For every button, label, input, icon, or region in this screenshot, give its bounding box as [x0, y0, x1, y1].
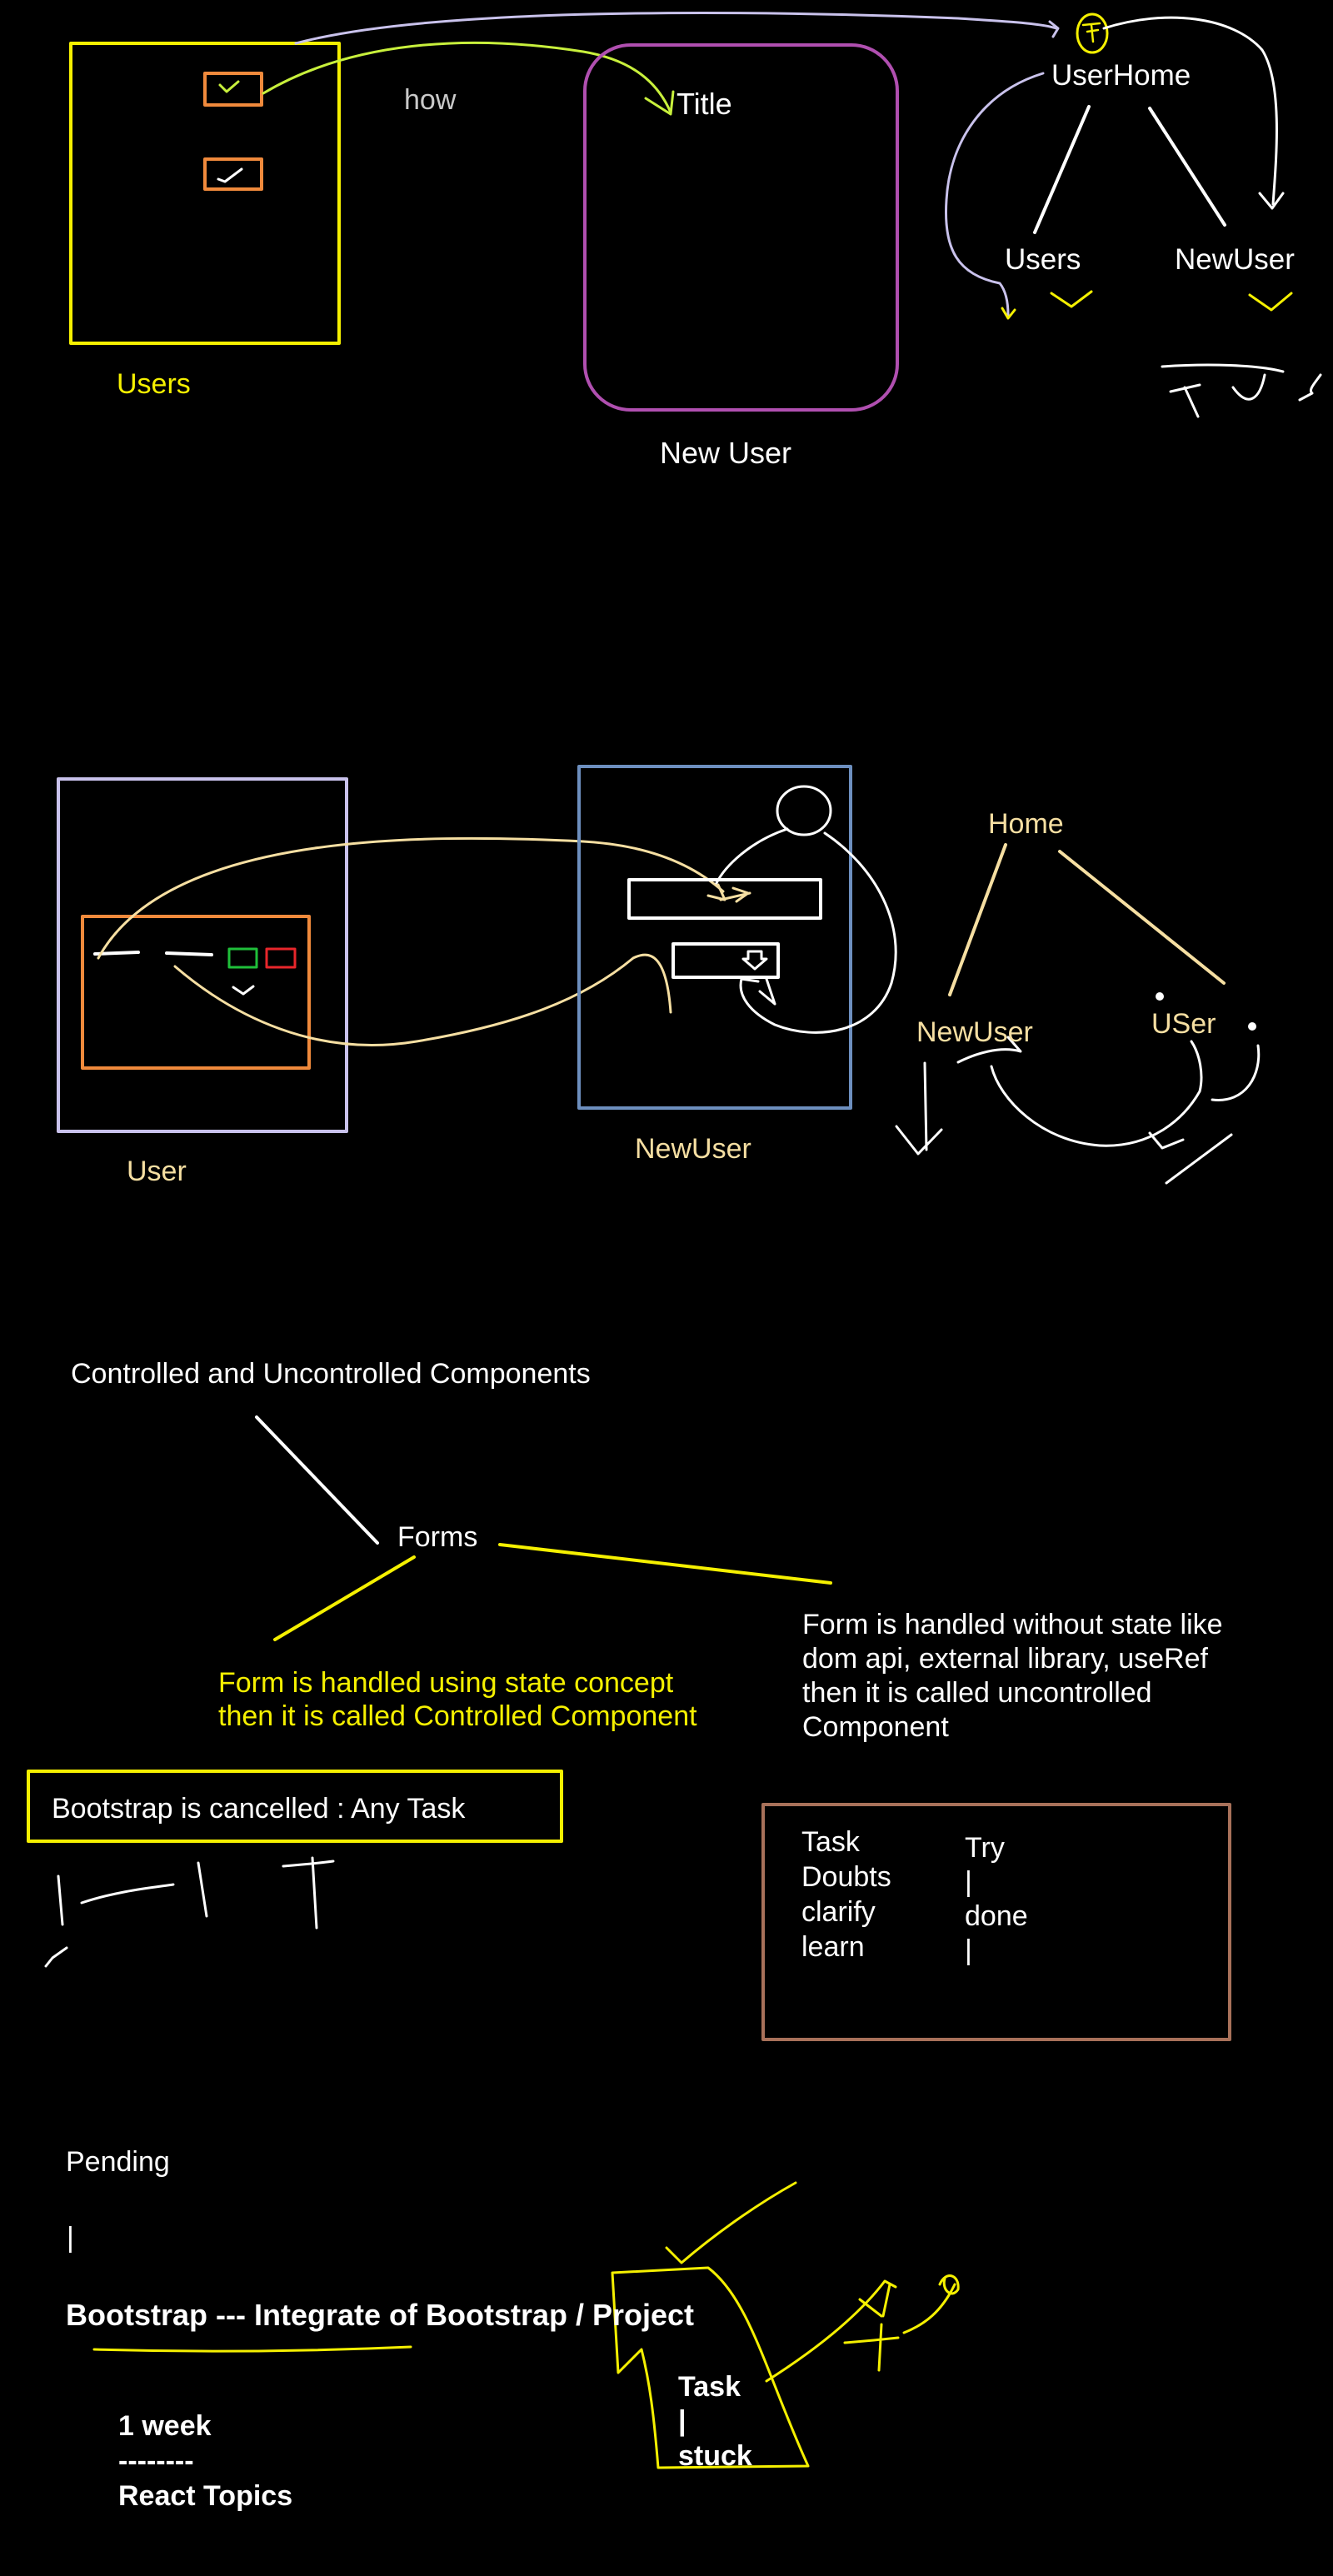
newuser-box-label: New User: [660, 436, 792, 470]
task-col1-item: Doubts: [801, 1861, 891, 1893]
tree2-loop: [956, 1036, 1203, 1147]
tree2-dot-right: [1248, 1022, 1256, 1031]
bootstrap-integrate-line: Bootstrap --- Integrate of Bootstrap / P…: [66, 2298, 695, 2332]
task-stuck-scribble: [765, 2274, 960, 2383]
user-to-newuser-curve: [97, 836, 725, 960]
task-stuck-pipe: |: [678, 2405, 686, 2437]
user-row-check: [232, 985, 255, 996]
react-topics-label: React Topics: [118, 2480, 293, 2512]
dash-separator: --------: [118, 2445, 194, 2477]
tree2-right-node: USer: [1151, 1008, 1216, 1040]
tree1-edge-right: [1148, 107, 1226, 227]
controlled-description: Form is handled using state concept then…: [218, 1667, 697, 1732]
user-return-curve: [173, 953, 672, 1046]
userhome-self-loop: [1102, 16, 1278, 206]
forms-node: Forms: [397, 1521, 478, 1553]
newuser-done-check: [1248, 292, 1293, 312]
uncontrolled-description: Form is handled without state like dom a…: [802, 1609, 1223, 1743]
how-arrow-head: [644, 90, 675, 116]
newuser-stick-figure: [715, 827, 897, 1034]
tree2-dot-left: [1156, 992, 1164, 1001]
how-arrow: [262, 41, 672, 114]
users-to-userhome-head: [1048, 20, 1060, 38]
user-row: [81, 915, 311, 1070]
task-col1-item: learn: [801, 1931, 865, 1963]
tree1-right-node: NewUser: [1175, 243, 1295, 276]
bootstrap-cancelled-text: Bootstrap is cancelled : Any Task: [52, 1793, 466, 1825]
newuser-form-submit: [671, 942, 780, 979]
task-col1-item: Task: [801, 1826, 860, 1858]
users-item-1: [203, 72, 263, 107]
userhome-marker-scribble: [1081, 22, 1101, 43]
task-stuck-stuck: stuck: [678, 2440, 752, 2472]
task-column-1: Task Doubts clarify learn: [801, 1825, 891, 1964]
tree2-arrow-down: [895, 1061, 943, 1156]
task-col2-item: done: [965, 1900, 1028, 1932]
user-box: [57, 777, 348, 1133]
user-box-label: User: [127, 1156, 187, 1187]
task-stuck-task: Task: [678, 2371, 741, 2403]
newuser-form-input: [627, 878, 822, 920]
task-box: [761, 1803, 1231, 2041]
newuser-stick-head: [776, 785, 832, 836]
forms-to-uncontrolled-line: [498, 1543, 832, 1585]
tree1-root: UserHome: [1051, 59, 1191, 92]
bootstrap-cancelled-box: [27, 1770, 563, 1843]
tree1-edge-left: [1033, 105, 1091, 234]
users-item-1-check: [218, 80, 240, 93]
users-box-label: Users: [117, 368, 191, 400]
newuser-form-box: [577, 765, 852, 1110]
tree1-scribble: [1161, 363, 1322, 418]
pending-label: Pending: [66, 2146, 170, 2178]
newuser-input-arrow: [719, 886, 751, 903]
task-stuck-box: [611, 2266, 810, 2469]
users-done-check: [1050, 290, 1093, 308]
bootstrap-underline: [92, 2345, 412, 2353]
userhome-left-loop-head: [1001, 307, 1016, 320]
task-col2-item: Try: [965, 1832, 1005, 1864]
tree2-root: Home: [988, 808, 1064, 840]
heading-to-forms-line: [255, 1415, 379, 1545]
newuser-form-submit-icon: [741, 950, 768, 971]
users-to-userhome-line: [294, 12, 1058, 45]
tree1-left-node: Users: [1005, 243, 1081, 276]
task-col2-item: |: [965, 1934, 972, 1966]
users-box: [69, 42, 341, 345]
tree2-edge-left: [948, 843, 1007, 996]
userhome-left-loop: [944, 72, 1045, 317]
newuser-box-title: Title: [676, 87, 732, 121]
users-item-2-check: [217, 167, 243, 183]
tree2-left-node: NewUser: [916, 1016, 1033, 1048]
user-row-dash-2: [165, 951, 213, 956]
user-row-delete-button: [265, 947, 297, 969]
tree2-scribble: [1148, 1131, 1233, 1185]
user-row-edit-button: [227, 947, 258, 969]
tree2-user-curl: [1211, 1044, 1261, 1101]
forms-to-controlled-line: [273, 1555, 416, 1641]
task-col2-item: |: [965, 1866, 972, 1898]
userhome-marker: [1076, 12, 1109, 54]
controlled-heading: Controlled and Uncontrolled Components: [71, 1358, 591, 1390]
pending-pipe: |: [67, 2222, 74, 2254]
newuser-box: [583, 43, 899, 412]
bootstrap-scribble: [44, 1856, 335, 1968]
newuser-submit-arrow: [758, 977, 776, 1006]
how-arrow-label: how: [404, 84, 457, 116]
project-check: [665, 2181, 797, 2264]
tree2-edge-right: [1058, 850, 1226, 985]
task-column-2: Try | done |: [965, 1831, 1028, 1968]
newuser-form-label: NewUser: [635, 1133, 751, 1165]
users-item-2: [203, 157, 263, 191]
userhome-self-loop-head: [1258, 192, 1285, 210]
week-label: 1 week: [118, 2410, 212, 2442]
task-col1-item: clarify: [801, 1896, 876, 1928]
